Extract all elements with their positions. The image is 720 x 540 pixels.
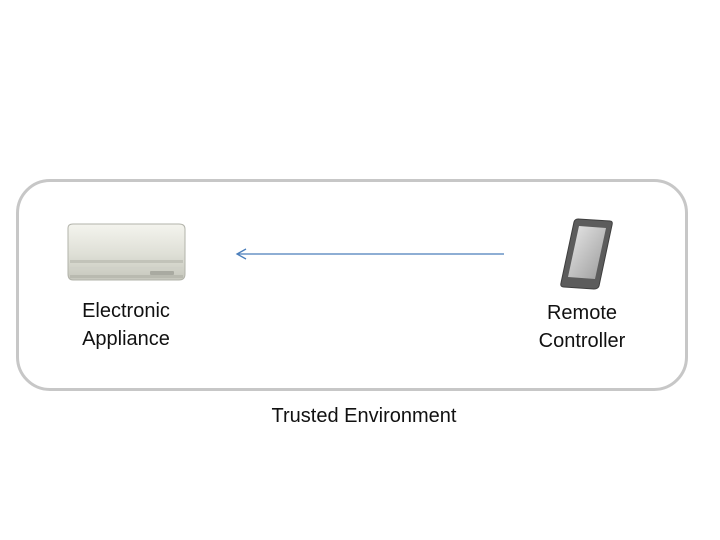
smartphone-icon <box>560 218 613 290</box>
connection-arrow <box>235 248 504 260</box>
remote-controller-label: Remote Controller <box>538 302 626 352</box>
appliance-label: Electronic Appliance <box>82 300 170 350</box>
air-conditioner-icon <box>67 223 186 281</box>
trusted-environment-boundary <box>16 179 688 391</box>
trusted-environment-label: Trusted Environment <box>271 405 457 427</box>
